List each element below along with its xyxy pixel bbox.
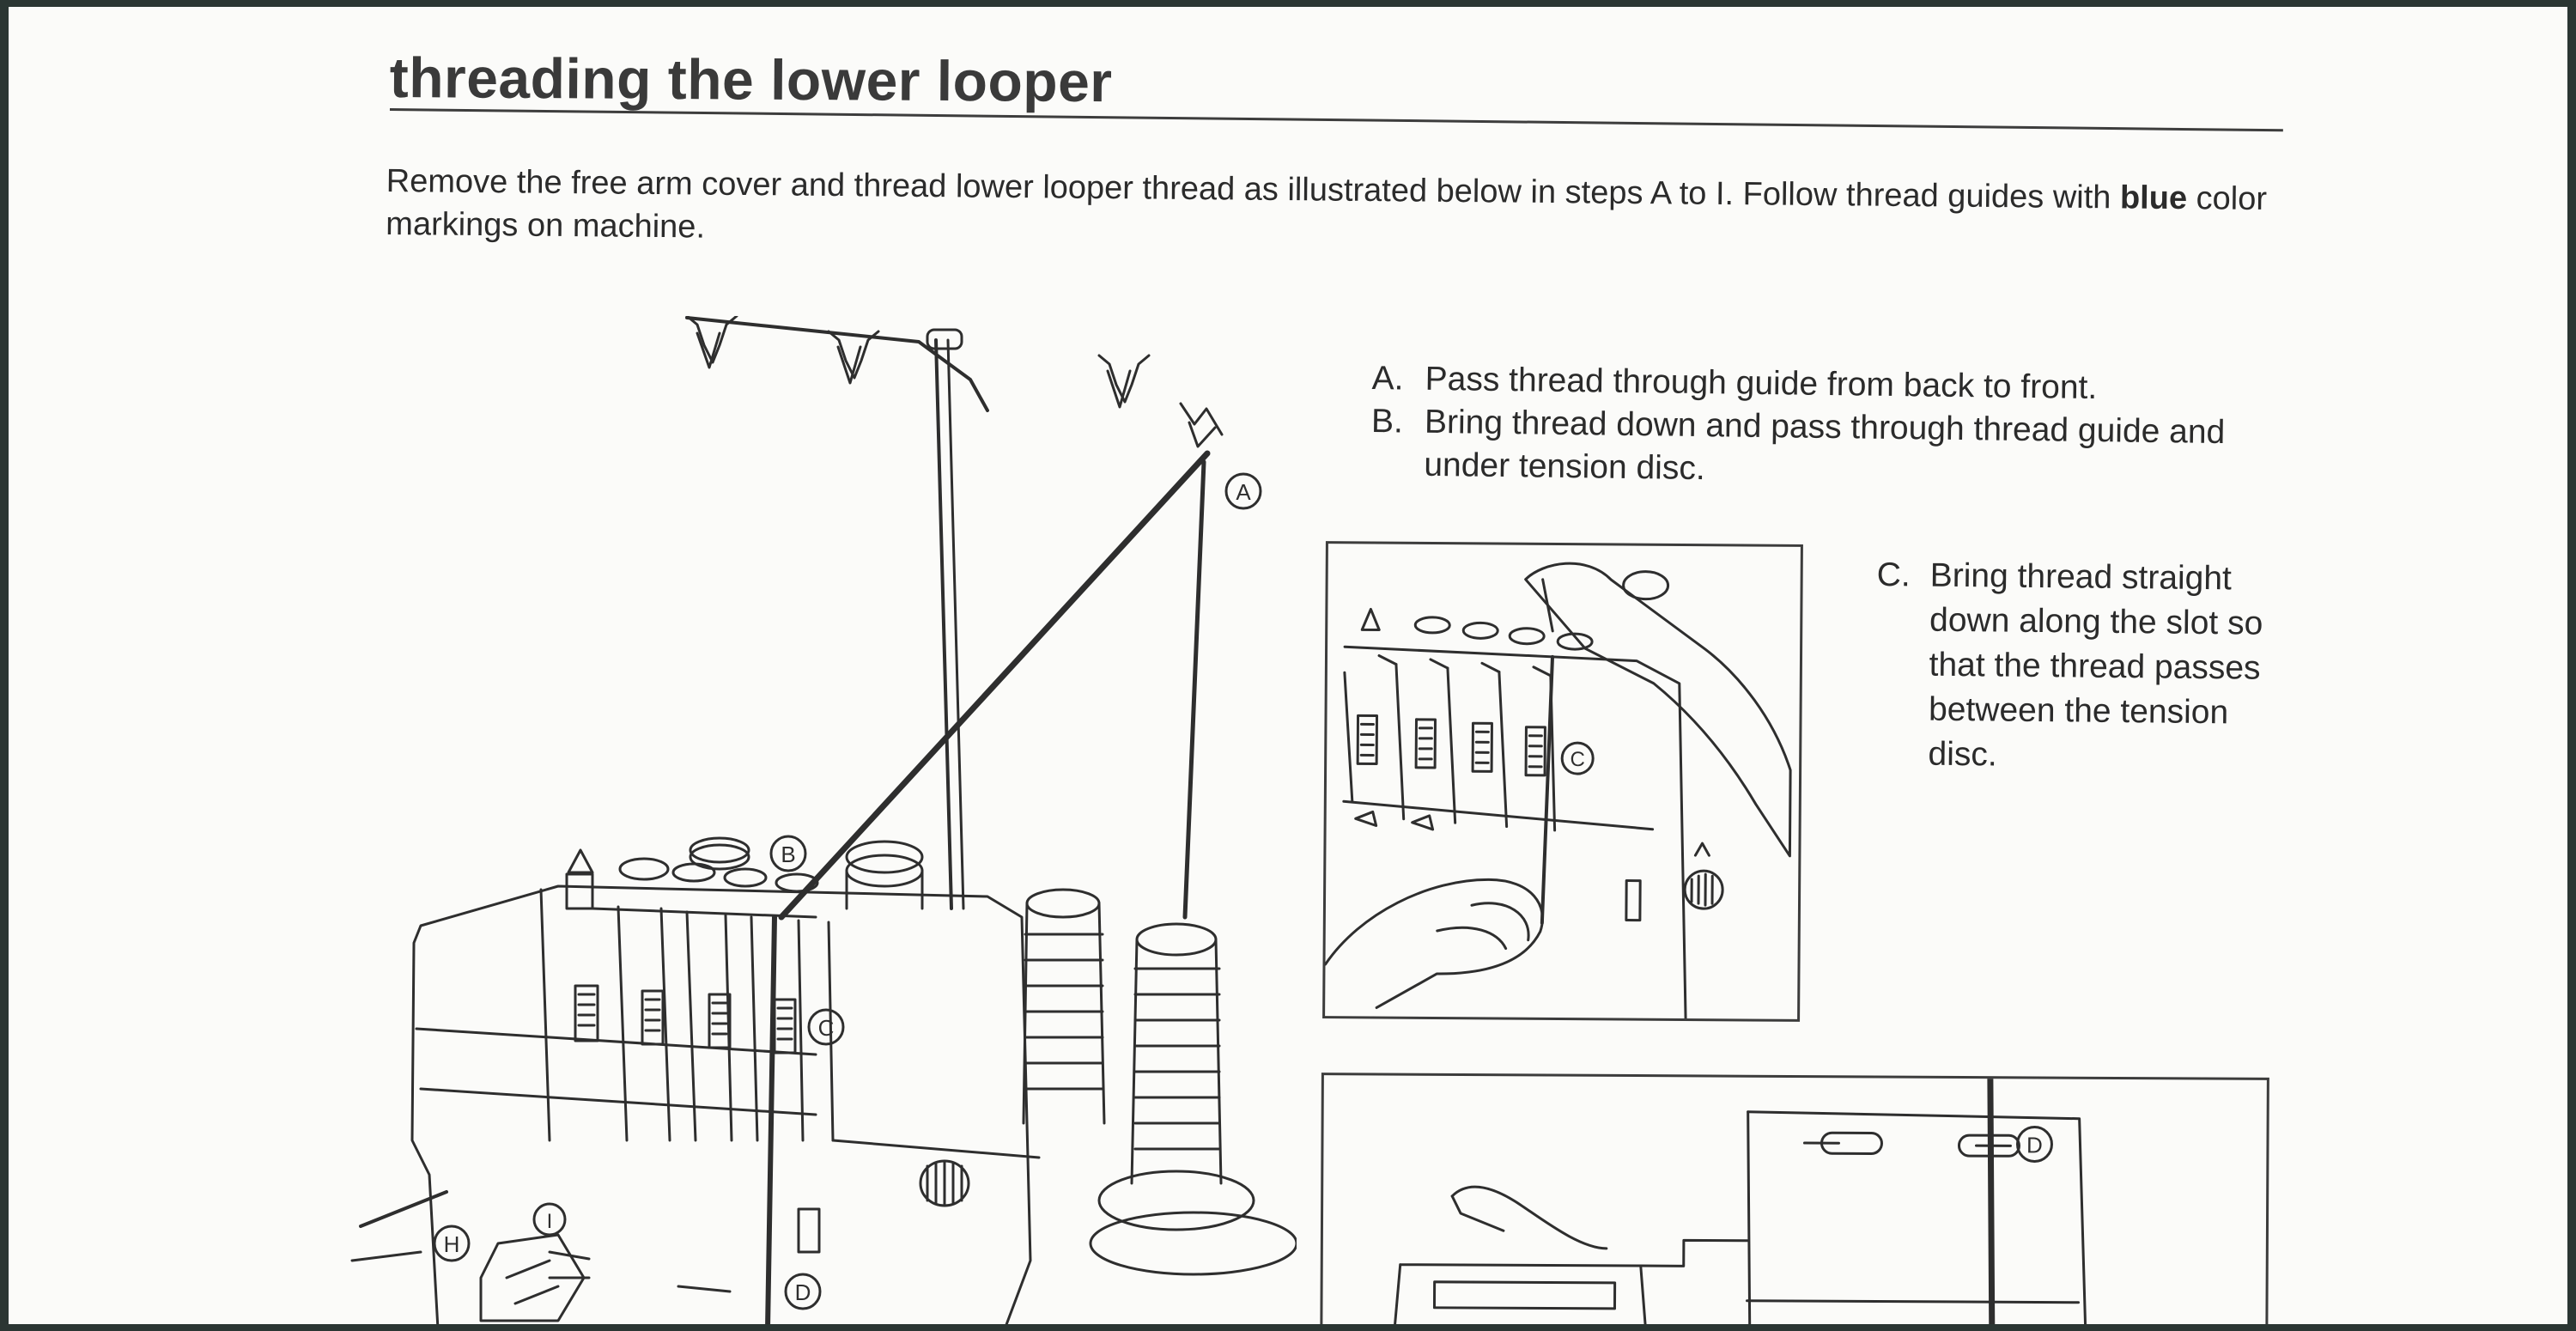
- callout-c-main: C: [818, 1015, 835, 1041]
- intro-bold-word: blue: [2119, 179, 2188, 217]
- tension-dial-detail: C: [1324, 562, 1792, 1020]
- thread-stand-icon: [685, 316, 1224, 910]
- callout-i: I: [547, 1210, 553, 1233]
- callout-h: H: [444, 1231, 460, 1257]
- callout-c-panel: C: [1570, 748, 1585, 771]
- thread-guide-detail-panel: D: [1320, 1073, 2269, 1324]
- manual-page: threading the lower looper Remove the fr…: [9, 7, 2567, 1324]
- tension-dial-detail-panel: C: [1322, 541, 1803, 1022]
- step-c: C. Bring thread straight down along the …: [1874, 553, 2289, 781]
- callout-d-main: D: [795, 1279, 811, 1305]
- step-b-text: Bring thread down and pass through threa…: [1424, 403, 2226, 488]
- step-c-letter: C.: [1876, 556, 1911, 594]
- callout-d-panel: D: [2026, 1132, 2043, 1158]
- callout-a: A: [1236, 479, 1251, 505]
- page-title: threading the lower looper: [389, 45, 1113, 114]
- step-a-letter: A.: [1371, 359, 1404, 398]
- title-underline: [389, 108, 2283, 132]
- step-b-letter: B.: [1370, 402, 1404, 441]
- serger-machine-illustration: A B: [350, 316, 1297, 1324]
- callout-b: B: [781, 842, 795, 867]
- intro-paragraph: Remove the free arm cover and thread low…: [386, 160, 2301, 264]
- step-b: B. Bring thread down and pass through th…: [1370, 400, 2299, 498]
- steps-a-b: A. Pass thread through guide from back t…: [1370, 357, 2300, 498]
- step-c-text: Bring thread straight down along the slo…: [1928, 556, 2263, 774]
- thread-guide-detail: D: [1389, 1075, 2088, 1324]
